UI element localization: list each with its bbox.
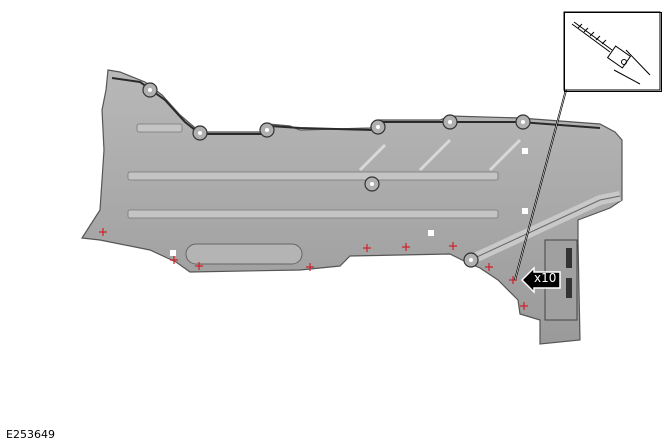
drill-callout-box xyxy=(564,12,662,92)
quantity-arrow-icon xyxy=(520,266,561,294)
figure-id: E253649 xyxy=(6,428,55,441)
quantity-label: x10 xyxy=(534,271,557,285)
drill-bit-icon xyxy=(563,11,661,91)
drill-point-markers xyxy=(99,228,528,310)
underbody-panel xyxy=(80,69,623,345)
